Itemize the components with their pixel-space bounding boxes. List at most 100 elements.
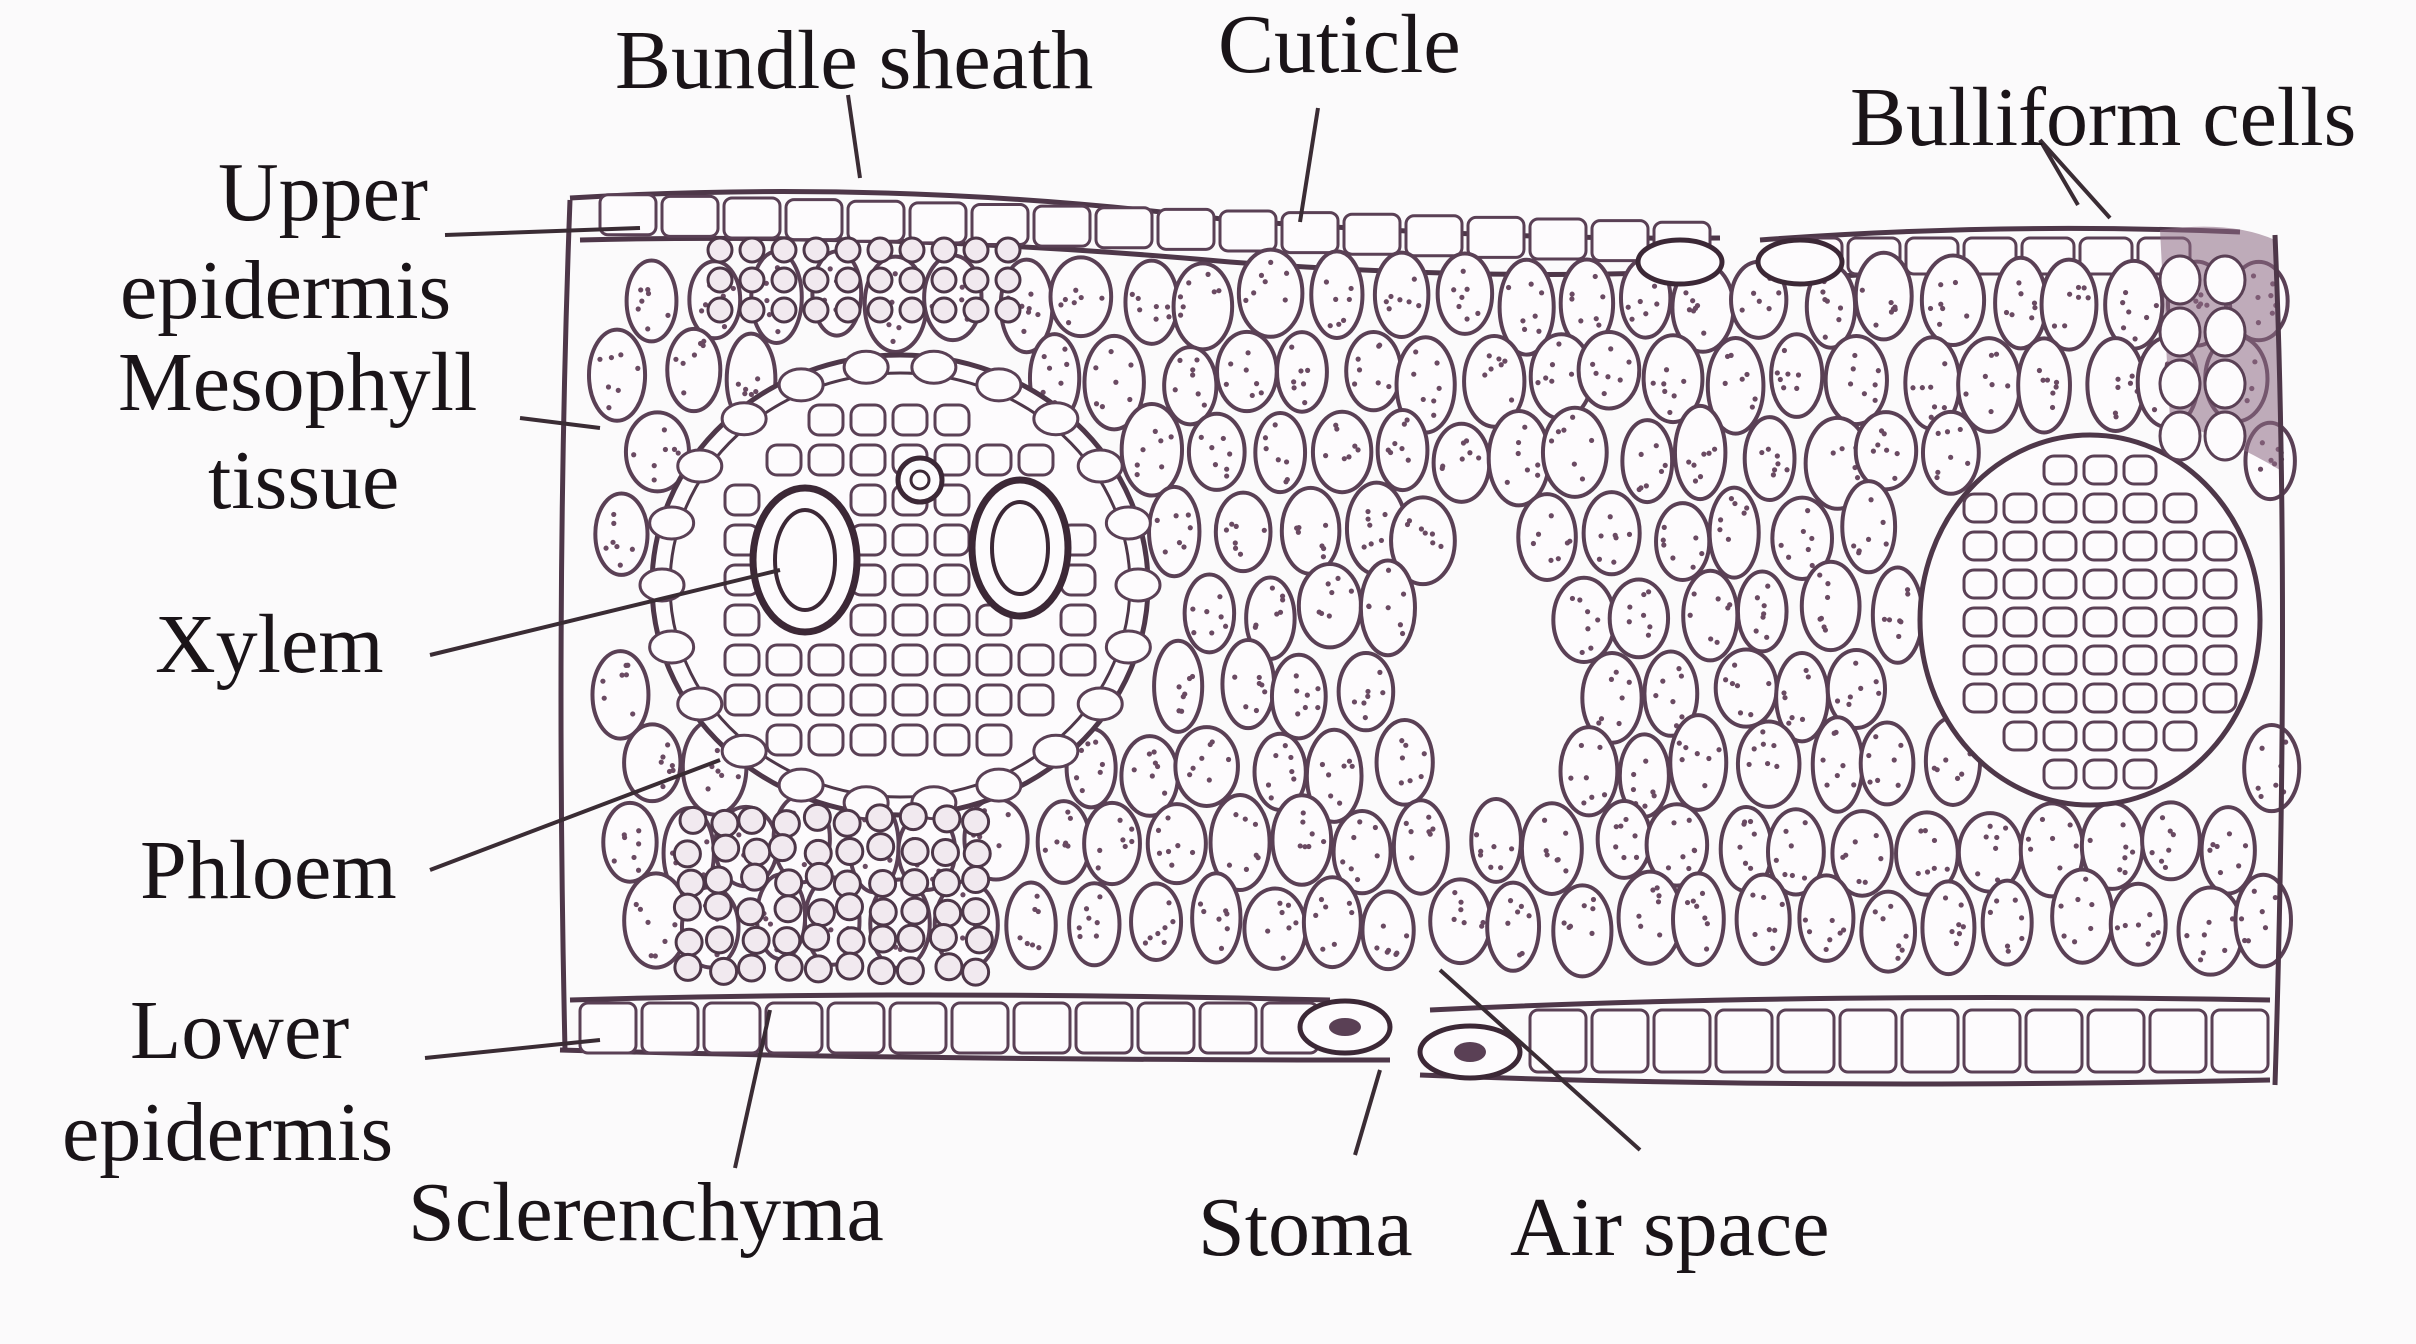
sclerenchyma-cell (930, 236, 958, 264)
chloroplast (1458, 899, 1464, 905)
chloroplast (1942, 895, 1949, 901)
chloroplast (2200, 950, 2206, 956)
chloroplast (721, 324, 728, 330)
chloroplast (1498, 362, 1504, 368)
chloroplast (1420, 396, 1426, 403)
chloroplast (1225, 756, 1232, 763)
chloroplast (2005, 948, 2011, 954)
bundle-inner-cell (933, 723, 971, 757)
chloroplast (1461, 920, 1467, 926)
chloroplast (1340, 859, 1346, 865)
chloroplast (2122, 869, 2128, 876)
chloroplast (1541, 817, 1548, 823)
chloroplast (1662, 388, 1668, 394)
chloroplast (1958, 902, 1964, 908)
chloroplast (1561, 427, 1567, 433)
chloroplast (2051, 323, 2058, 329)
chloroplast (1268, 795, 1274, 801)
chloroplast (639, 298, 645, 304)
bundle-sheath-cell (720, 733, 768, 769)
chloroplast (2158, 858, 2165, 864)
chloroplast (1626, 359, 1632, 365)
chloroplast (1773, 857, 1779, 863)
mesophyll-cell (1242, 886, 1308, 971)
bundle-inner-cell (2082, 568, 2118, 600)
chloroplast (652, 953, 658, 959)
chloroplast (2120, 325, 2127, 331)
chloroplast (1201, 908, 1207, 915)
chloroplast (1062, 346, 1068, 352)
chloroplast (1397, 622, 1404, 628)
chloroplast (1627, 604, 1633, 610)
chloroplast (1189, 849, 1196, 856)
chloroplast (1365, 516, 1371, 522)
chloroplast (862, 863, 868, 869)
chloroplast (1083, 906, 1090, 912)
chloroplast (1279, 593, 1286, 599)
sclerenchyma-cell (964, 925, 994, 955)
chloroplast (1861, 391, 1867, 397)
mesophyll-cell (1190, 871, 1243, 965)
leader-mesophyll (519, 416, 601, 430)
chloroplast (1131, 767, 1137, 773)
chloroplast (1617, 377, 1623, 383)
chloroplast (1592, 273, 1598, 280)
chloroplast (1960, 924, 1966, 930)
mesophyll-cell (1253, 410, 1308, 495)
chloroplast (1362, 714, 1368, 721)
bundle-inner-cell (849, 603, 887, 637)
chloroplast (1408, 829, 1414, 835)
chloroplast (1097, 894, 1103, 900)
sclerenchyma-cell (806, 898, 836, 928)
chloroplast (1859, 287, 1865, 293)
chloroplast (1959, 771, 1965, 777)
lower-epidermis-cell (2086, 1008, 2146, 1074)
chloroplast (1517, 952, 1523, 958)
chloroplast (1217, 594, 1223, 600)
chloroplast (1837, 930, 1843, 936)
mesophyll-cell (1859, 889, 1918, 974)
sclerenchyma-cell (832, 808, 862, 838)
chloroplast (1326, 772, 1332, 778)
chloroplast (658, 759, 664, 765)
sclerenchyma-cell (770, 296, 798, 324)
chloroplast (1320, 554, 1327, 560)
bundle-inner-cell (2042, 644, 2078, 676)
chloroplast (2075, 896, 2081, 903)
chloroplast (1598, 533, 1604, 539)
chloroplast (691, 352, 698, 358)
chloroplast (619, 672, 625, 678)
chloroplast (1172, 387, 1178, 393)
chloroplast (1535, 531, 1542, 537)
chloroplast (2019, 935, 2025, 942)
chloroplast (1365, 508, 1371, 515)
bundle-sheath-cell (777, 367, 825, 403)
chloroplast (622, 834, 628, 841)
chloroplast (1376, 343, 1382, 349)
chloroplast (736, 832, 742, 838)
chloroplast (1304, 692, 1310, 698)
chloroplast (1626, 619, 1632, 625)
chloroplast (1243, 704, 1249, 710)
chloroplast (1543, 848, 1549, 854)
chloroplast (1482, 372, 1488, 378)
chloroplast (1315, 704, 1321, 711)
chloroplast (1934, 767, 1940, 773)
chloroplast (2238, 916, 2245, 922)
chloroplast (1641, 591, 1647, 598)
labels: Bundle sheath Cuticle Bulliform cells Up… (62, 0, 2356, 1274)
chloroplast (2050, 390, 2056, 396)
chloroplast (1753, 628, 1759, 634)
sclerenchyma-cell (835, 951, 865, 981)
chloroplast (1766, 306, 1772, 312)
chloroplast (1589, 437, 1595, 444)
chloroplast (1067, 815, 1073, 821)
chloroplast (1723, 677, 1729, 683)
mesophyll-cell (1672, 403, 1728, 502)
chloroplast (1881, 431, 1887, 437)
sclerenchyma-cell (706, 236, 734, 264)
chloroplast (1313, 912, 1319, 918)
chloroplast (1156, 850, 1163, 856)
chloroplast (1568, 775, 1574, 781)
